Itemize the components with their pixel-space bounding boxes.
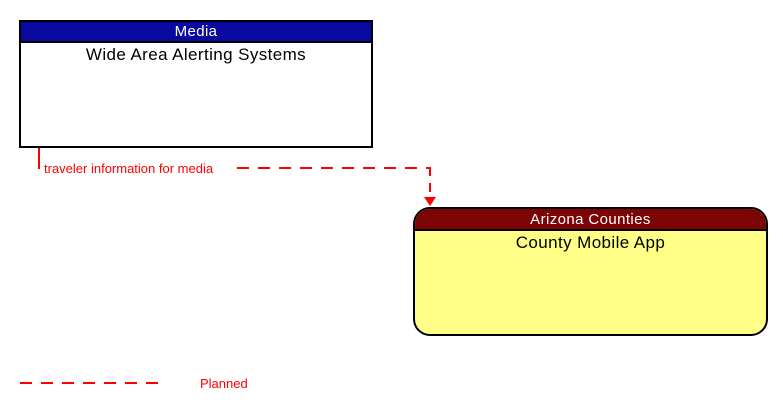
flow-line-stub	[38, 148, 40, 169]
node-arizona-counties-title: Arizona Counties	[415, 209, 766, 231]
node-arizona-counties-subtitle: County Mobile App	[515, 233, 666, 252]
flow-line-vertical	[429, 167, 431, 197]
flow-line-horizontal	[237, 167, 431, 169]
legend-planned-line	[20, 382, 160, 384]
legend-planned-label: Planned	[200, 376, 248, 391]
arrow-down-icon	[424, 197, 436, 206]
node-media-subtitle: Wide Area Alerting Systems	[85, 45, 307, 64]
node-arizona-counties: Arizona Counties County Mobile App	[413, 207, 768, 336]
node-media: Media Wide Area Alerting Systems	[19, 20, 373, 148]
flow-label: traveler information for media	[44, 161, 214, 176]
node-media-title: Media	[21, 22, 371, 43]
